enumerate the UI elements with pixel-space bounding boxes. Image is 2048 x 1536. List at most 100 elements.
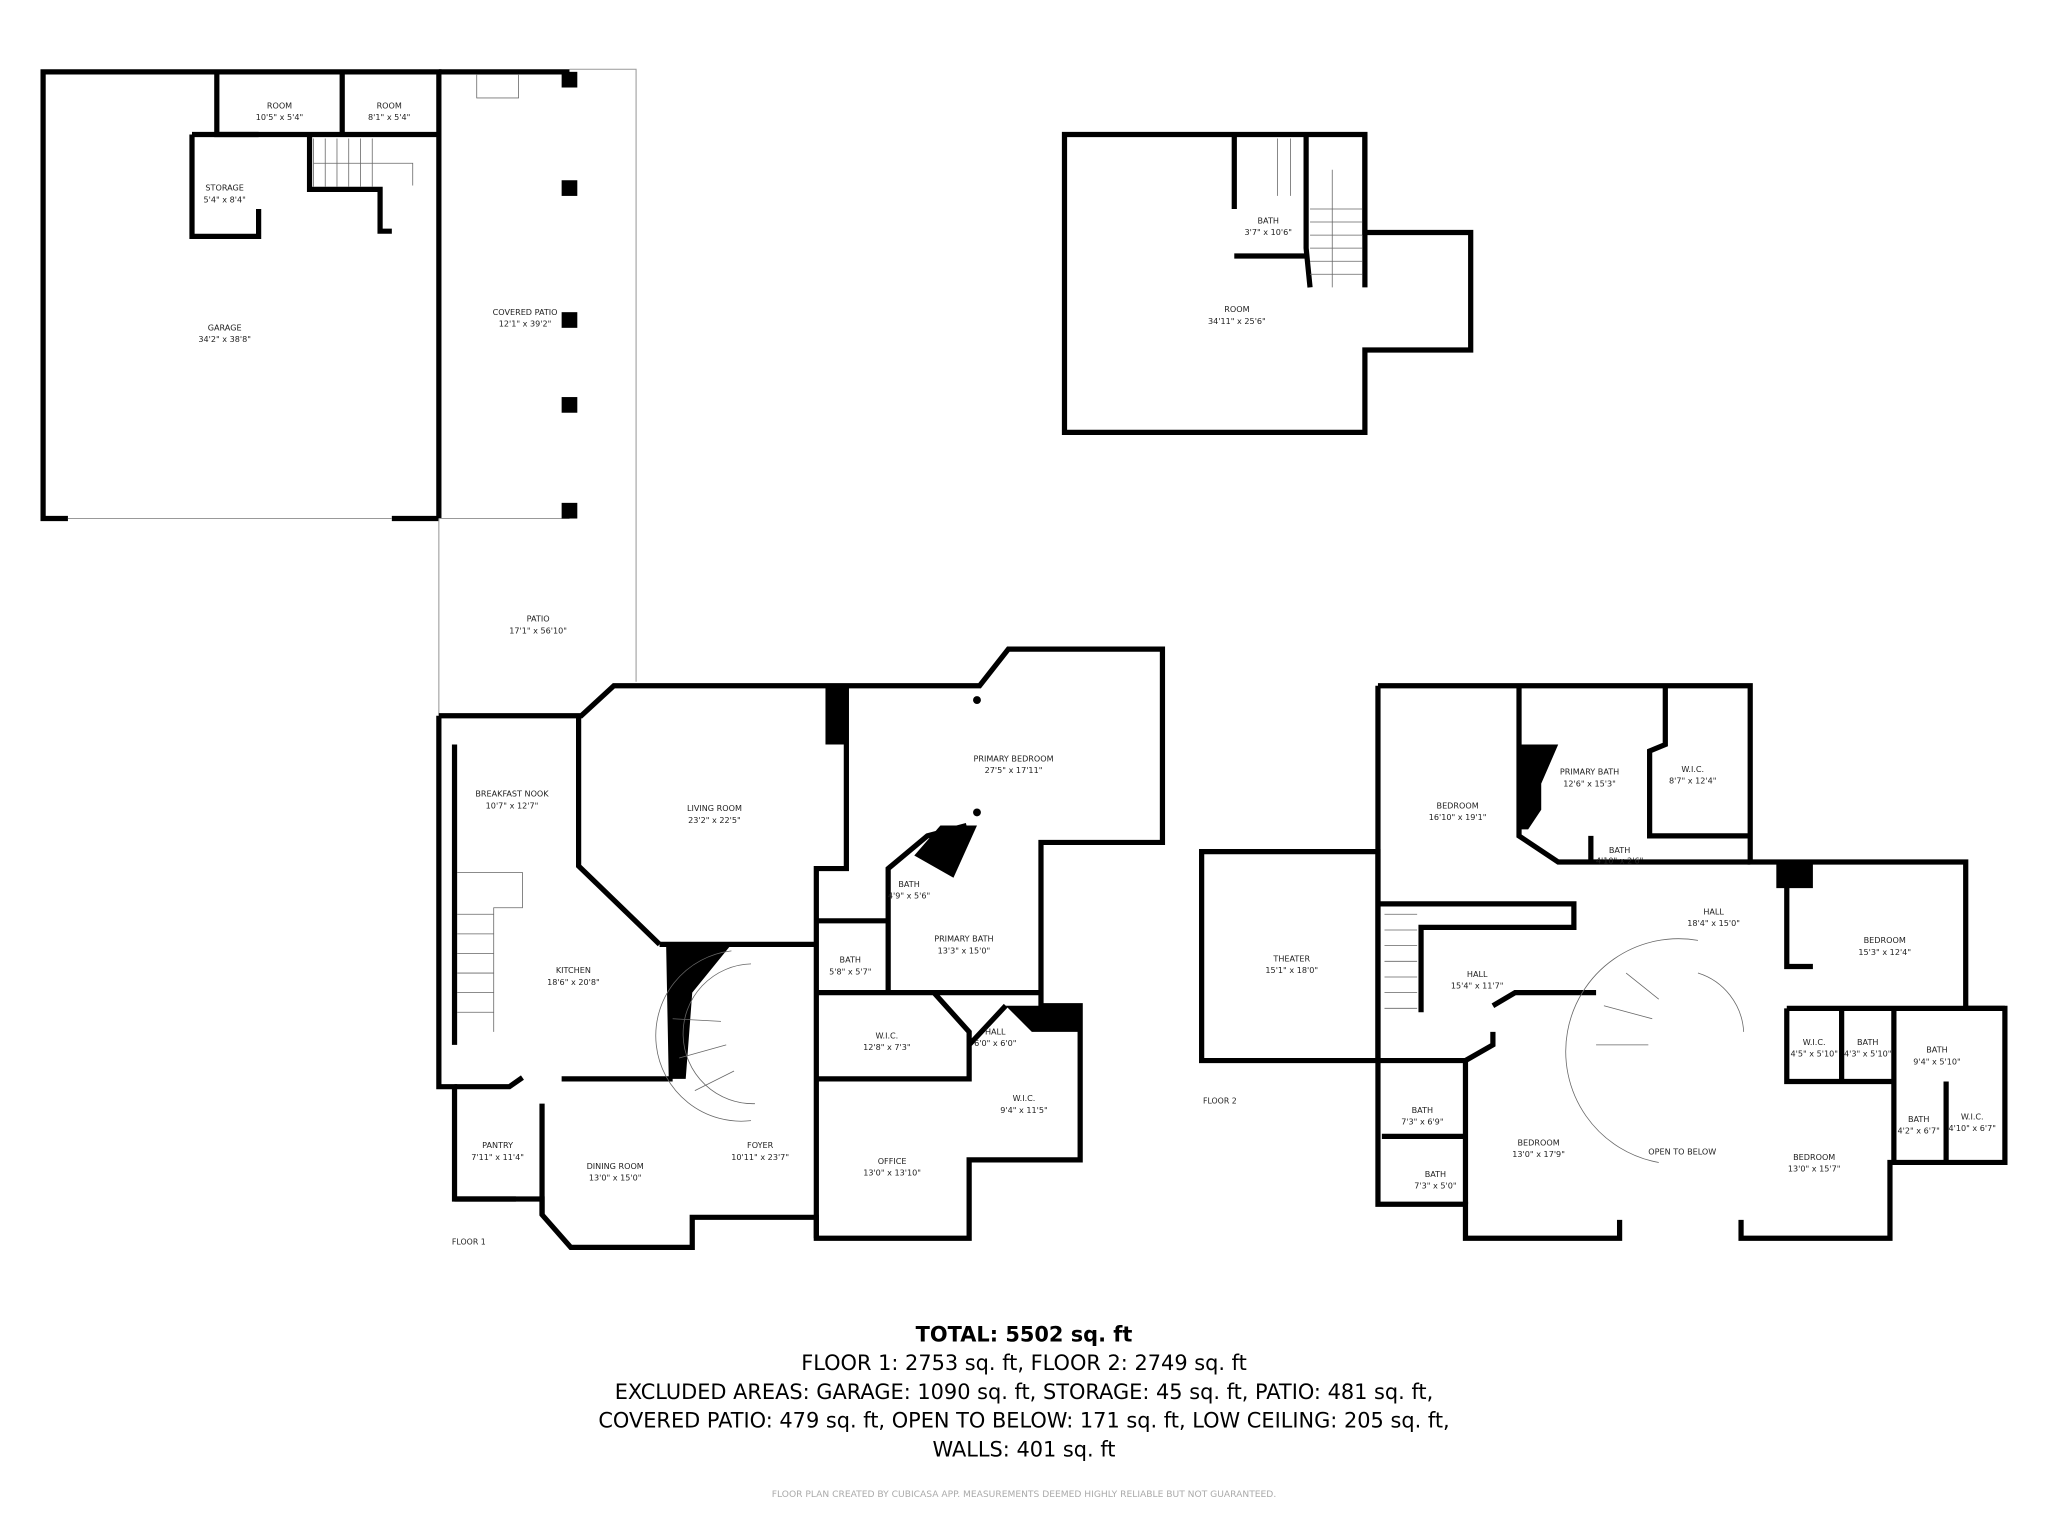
- room-name: BATH: [1258, 215, 1279, 225]
- room-dims: 27'5" x 17'11": [985, 765, 1043, 775]
- wall: [189, 131, 262, 240]
- wall: [816, 822, 1041, 1082]
- room-name: COVERED PATIO: [493, 307, 558, 317]
- floor-areas: FLOOR 1: 2753 sq. ft, FLOOR 2: 2749 sq. …: [801, 1351, 1247, 1375]
- room-dims: 15'1" x 18'0": [1265, 965, 1318, 975]
- room-dims: 9'4" x 5'10": [1913, 1056, 1961, 1066]
- stairs: [1384, 913, 1418, 1009]
- room-dims: 4'10" x 6'7": [1948, 1123, 1996, 1133]
- room-label-wic-1a: W.I.C.12'8" x 7'3": [863, 1030, 911, 1052]
- room-name: GARAGE: [208, 322, 242, 332]
- room-dims: 12'8" x 7'3": [863, 1042, 911, 1052]
- room-dims: 5'8" x 5'7": [829, 966, 871, 976]
- room-label-room-b: ROOM 8'1" x 5'4": [368, 100, 410, 122]
- patio-boundary: [438, 68, 637, 716]
- room-dims: 34'11" x 25'6": [1208, 316, 1266, 326]
- floor-1-label: FLOOR 1: [452, 1238, 486, 1247]
- room-name: STORAGE: [205, 183, 243, 193]
- room-label-covered-patio: COVERED PATIO 12'1" x 39'2": [493, 307, 558, 329]
- stairs: [1276, 138, 1363, 288]
- floor-1-walls: FLOOR 1: [436, 646, 1166, 1250]
- room-dims: 13'3" x 15'0": [938, 945, 991, 955]
- wall-mass: [1776, 862, 1813, 889]
- room-dims: 12'6" x 15'3": [1563, 778, 1616, 788]
- room-label-wic-1b: W.I.C. 9'4" x 11'5": [1000, 1093, 1048, 1115]
- room-dims: 13'0" x 17'9": [1512, 1149, 1565, 1159]
- room-dims: 18'6" x 20'8": [547, 977, 600, 987]
- upper-structure-walls: [1061, 131, 1474, 435]
- room-dims: 17'1" x 56'10": [509, 625, 567, 635]
- room-name: BATH: [1412, 1105, 1433, 1115]
- column: [973, 808, 981, 817]
- room-label-bedroom-2a: BEDROOM 16'10" x 19'1": [1429, 800, 1487, 822]
- room-dims: 4'10" x 2'6": [1596, 855, 1644, 865]
- room-dims: 6'0" x 6'0": [974, 1038, 1016, 1048]
- room-label-wic-2b: W.I.C.4'5" x 5'10": [1790, 1037, 1838, 1059]
- room-name: PANTRY: [482, 1140, 513, 1150]
- room-label-kitchen: KITCHEN 18'6" x 20'8": [547, 965, 600, 987]
- wall-mass: [1005, 1005, 1081, 1032]
- room-name: FOYER: [747, 1140, 774, 1150]
- spiral-staircase: [1565, 938, 1745, 1163]
- column: [561, 312, 578, 328]
- room-dims: 13'0" x 13'10": [863, 1168, 921, 1178]
- spiral-staircase: [655, 950, 755, 1122]
- room-name: OPEN TO BELOW: [1648, 1147, 1716, 1157]
- room-dims: 8'1" x 5'4": [368, 112, 410, 122]
- room-name: OFFICE: [878, 1156, 907, 1166]
- room-label-wic-2c: W.I.C. 4'10" x 6'7": [1948, 1111, 1996, 1133]
- wall: [40, 69, 442, 522]
- room-dims: 8'7" x 12'4": [1669, 776, 1717, 786]
- column: [825, 685, 847, 745]
- room-label-bath-2e: BATH 7'3" x 5'0": [1414, 1169, 1456, 1191]
- room-name: HALL: [985, 1026, 1006, 1036]
- fireplace: [476, 74, 519, 99]
- room-name: BEDROOM: [1437, 800, 1479, 810]
- room-name: LIVING ROOM: [687, 803, 742, 813]
- wall-mass: [914, 825, 977, 878]
- room-name: BATH: [1425, 1169, 1446, 1179]
- room-label-hall-1: HALL 6'0" x 6'0": [974, 1026, 1016, 1048]
- room-dims: 10'7" x 12'7": [486, 800, 539, 810]
- room-dims: 9'4" x 11'5": [1000, 1105, 1048, 1115]
- room-name: BATH: [1926, 1045, 1947, 1055]
- room-name: PRIMARY BATH: [934, 934, 993, 944]
- room-name: W.I.C.: [1013, 1093, 1036, 1103]
- room-dims: 16'10" x 19'1": [1429, 812, 1487, 822]
- room-dims: 3'7" x 10'6": [1244, 227, 1292, 237]
- room-label-upper-bath: BATH 3'7" x 10'6": [1244, 215, 1292, 237]
- room-name: PATIO: [527, 614, 550, 624]
- room-name: BEDROOM: [1793, 1152, 1835, 1162]
- room-name: ROOM: [377, 100, 402, 110]
- area-summary: TOTAL: 5502 sq. ft FLOOR 1: 2753 sq. ft,…: [598, 1322, 1449, 1499]
- room-dims: 7'3" x 5'0": [1414, 1181, 1456, 1191]
- room-name: KITCHEN: [556, 965, 591, 975]
- room-label-upper-room: ROOM 34'11" x 25'6": [1208, 304, 1266, 326]
- room-dims: 4'9" x 5'6": [888, 891, 930, 901]
- room-dims: 12'1" x 39'2": [499, 319, 552, 329]
- room-name: ROOM: [1224, 304, 1249, 314]
- room-name: HALL: [1467, 969, 1488, 979]
- room-label-open-to-below: OPEN TO BELOW: [1648, 1147, 1716, 1157]
- room-name: W.I.C.: [1961, 1111, 1984, 1121]
- wall: [1377, 990, 1597, 1205]
- wall: [454, 1075, 673, 1215]
- room-dims: 4'5" x 5'10": [1790, 1049, 1838, 1059]
